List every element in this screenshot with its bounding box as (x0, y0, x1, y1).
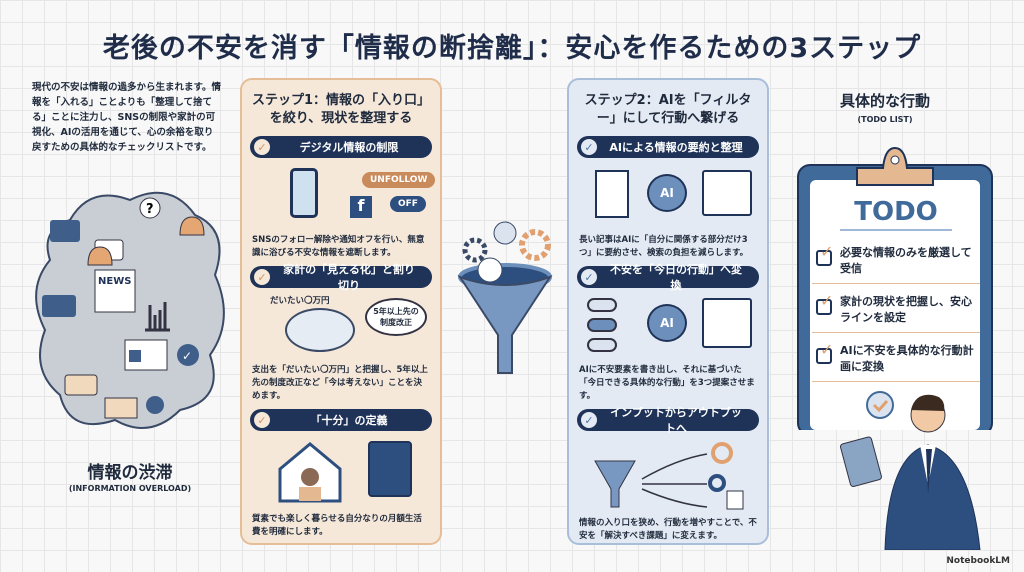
piggy-bank-icon (285, 308, 355, 352)
svg-text:✓: ✓ (182, 349, 192, 363)
check-icon: ✓ (254, 269, 270, 285)
news-icon (94, 269, 136, 313)
overload-subtitle: (INFORMATION OVERLOAD) (68, 484, 192, 493)
step1-enough-desc: 質素でも楽しく暮らせる自分なりの月額生活費を明確にします。 (252, 514, 422, 537)
information-overload-cloud-illustration: ? NEWS ✓ (35, 191, 225, 429)
page-title: 老後の不安を消す「情報の断捨離」：安心を作るための3ステップ (102, 33, 922, 64)
check-icon: ✓ (581, 139, 597, 155)
todo-label: TODO (840, 197, 952, 231)
bell-icon (87, 246, 113, 266)
list-icon (702, 170, 752, 216)
house-icon (278, 442, 342, 503)
svg-text:NEWS: NEWS (98, 276, 131, 287)
funnel-illustration (457, 221, 553, 374)
ai-summary-illustration: AI (577, 162, 759, 232)
piggy-bank-illustration: だいたい〇万円 5年以上先の制度改正 (250, 292, 432, 362)
todo-item: 必要な情報のみを厳選して受信 (812, 241, 980, 284)
chat-bubble-icon (50, 220, 80, 242)
gear-icon (519, 229, 551, 261)
tablet-icon (840, 436, 882, 487)
todo-heading: 具体的な行動 (839, 92, 930, 110)
input-output-illustration (577, 435, 759, 515)
check-icon: ✓ (254, 139, 270, 155)
ai-brain-icon: AI (647, 174, 687, 212)
todo-item: AIに不安を具体的な行動計画に変換 (812, 339, 980, 382)
checkbox-checked-icon (816, 293, 833, 315)
step1-panel: ステップ1：情報の「入り口」を絞り、現状を整理する ✓デジタル情報の制限 UNF… (240, 78, 442, 545)
document-icon (595, 170, 629, 218)
notebooklm-logo: NotebookLM (946, 556, 1010, 566)
check-icon: ✓ (581, 412, 597, 428)
gear-icon (462, 237, 488, 263)
checkbox-checked-icon (816, 342, 833, 364)
step1-budget-desc: 支出を「だいたい〇万円」と把握し、5年以上先の制度改正など「今は考えない」ことを… (252, 365, 428, 401)
anxiety-to-action-illustration: AI (577, 292, 759, 362)
check-badge-icon (866, 391, 894, 419)
intro-text: 現代の不安は情報の過多から生まれます。情報を「入れる」ことよりも「整理して捨てる… (32, 82, 222, 153)
step2-title: ステップ2：AIを「フィルター」にして行動へ繋げる (584, 93, 752, 126)
calculator-icon (368, 441, 412, 497)
todo-subheading: (TODO LIST) (857, 115, 913, 124)
overload-title: 情報の渋滞 (87, 463, 173, 483)
step1-digital-desc: SNSのフォロー解除や通知オフを行い、無意識に浴びる不安な情報を遮断します。 (252, 235, 425, 258)
mail-icon (104, 397, 138, 419)
chat-bubble-icon (477, 257, 503, 283)
step1-section-enough: ✓「十分」の定義 (250, 409, 432, 431)
unfollow-tag: UNFOLLOW (362, 172, 436, 188)
step2-summary-desc: 長い記事はAIに「自分に関係する部分だけ3つ」に要約させ、検索の負担を減らします… (579, 235, 749, 258)
smartphone-icon (290, 168, 318, 218)
check-icon: ✓ (581, 269, 597, 285)
step2-panel: ステップ2：AIを「フィルター」にして行動へ繋げる ✓AIによる情報の要約と整理… (567, 78, 769, 545)
checklist-icon (702, 298, 752, 348)
sns-limit-illustration: UNFOLLOW f OFF (250, 162, 436, 232)
clipboard-illustration (797, 146, 993, 430)
step2-section-action: ✓不安を「今日の行動」へ変換 (577, 263, 759, 292)
step2-action-desc: AIに不安要素を書き出し、それに基づいた「今日できる具体的な行動」を3つ提案させ… (579, 365, 755, 401)
checkbox-checked-icon (816, 244, 833, 266)
todo-item: 家計の現状を把握し、安心ラインを設定 (812, 290, 980, 333)
off-tag: OFF (390, 196, 426, 212)
step1-section-budget: ✓家計の「見える化」と割り切り (250, 263, 432, 292)
ai-brain-icon: AI (647, 304, 687, 342)
check-icon: ✓ (254, 412, 270, 428)
house-calculator-illustration (250, 435, 432, 511)
step1-section-digital-limit: ✓デジタル情報の制限 (250, 136, 432, 158)
todo-list: TODO 必要な情報のみを厳選して受信 家計の現状を把握し、安心ラインを設定 A… (812, 197, 980, 388)
step2-output-desc: 情報の入り口を狭め、行動を増やすことで、不安を「解決すべき課題」に変えます。 (579, 518, 757, 541)
step2-section-output: ✓インプットからアウトプットへ (577, 406, 759, 435)
thought-bubble: 5年以上先の制度改正 (365, 298, 427, 336)
businessman-illustration (840, 391, 981, 550)
step2-section-ai-summary: ✓AIによる情報の要約と整理 (577, 136, 759, 158)
bell-icon (179, 216, 205, 236)
step1-title: ステップ1：情報の「入り口」を絞り、現状を整理する (251, 93, 431, 126)
facebook-icon: f (350, 196, 372, 218)
svg-text:?: ? (146, 202, 154, 217)
